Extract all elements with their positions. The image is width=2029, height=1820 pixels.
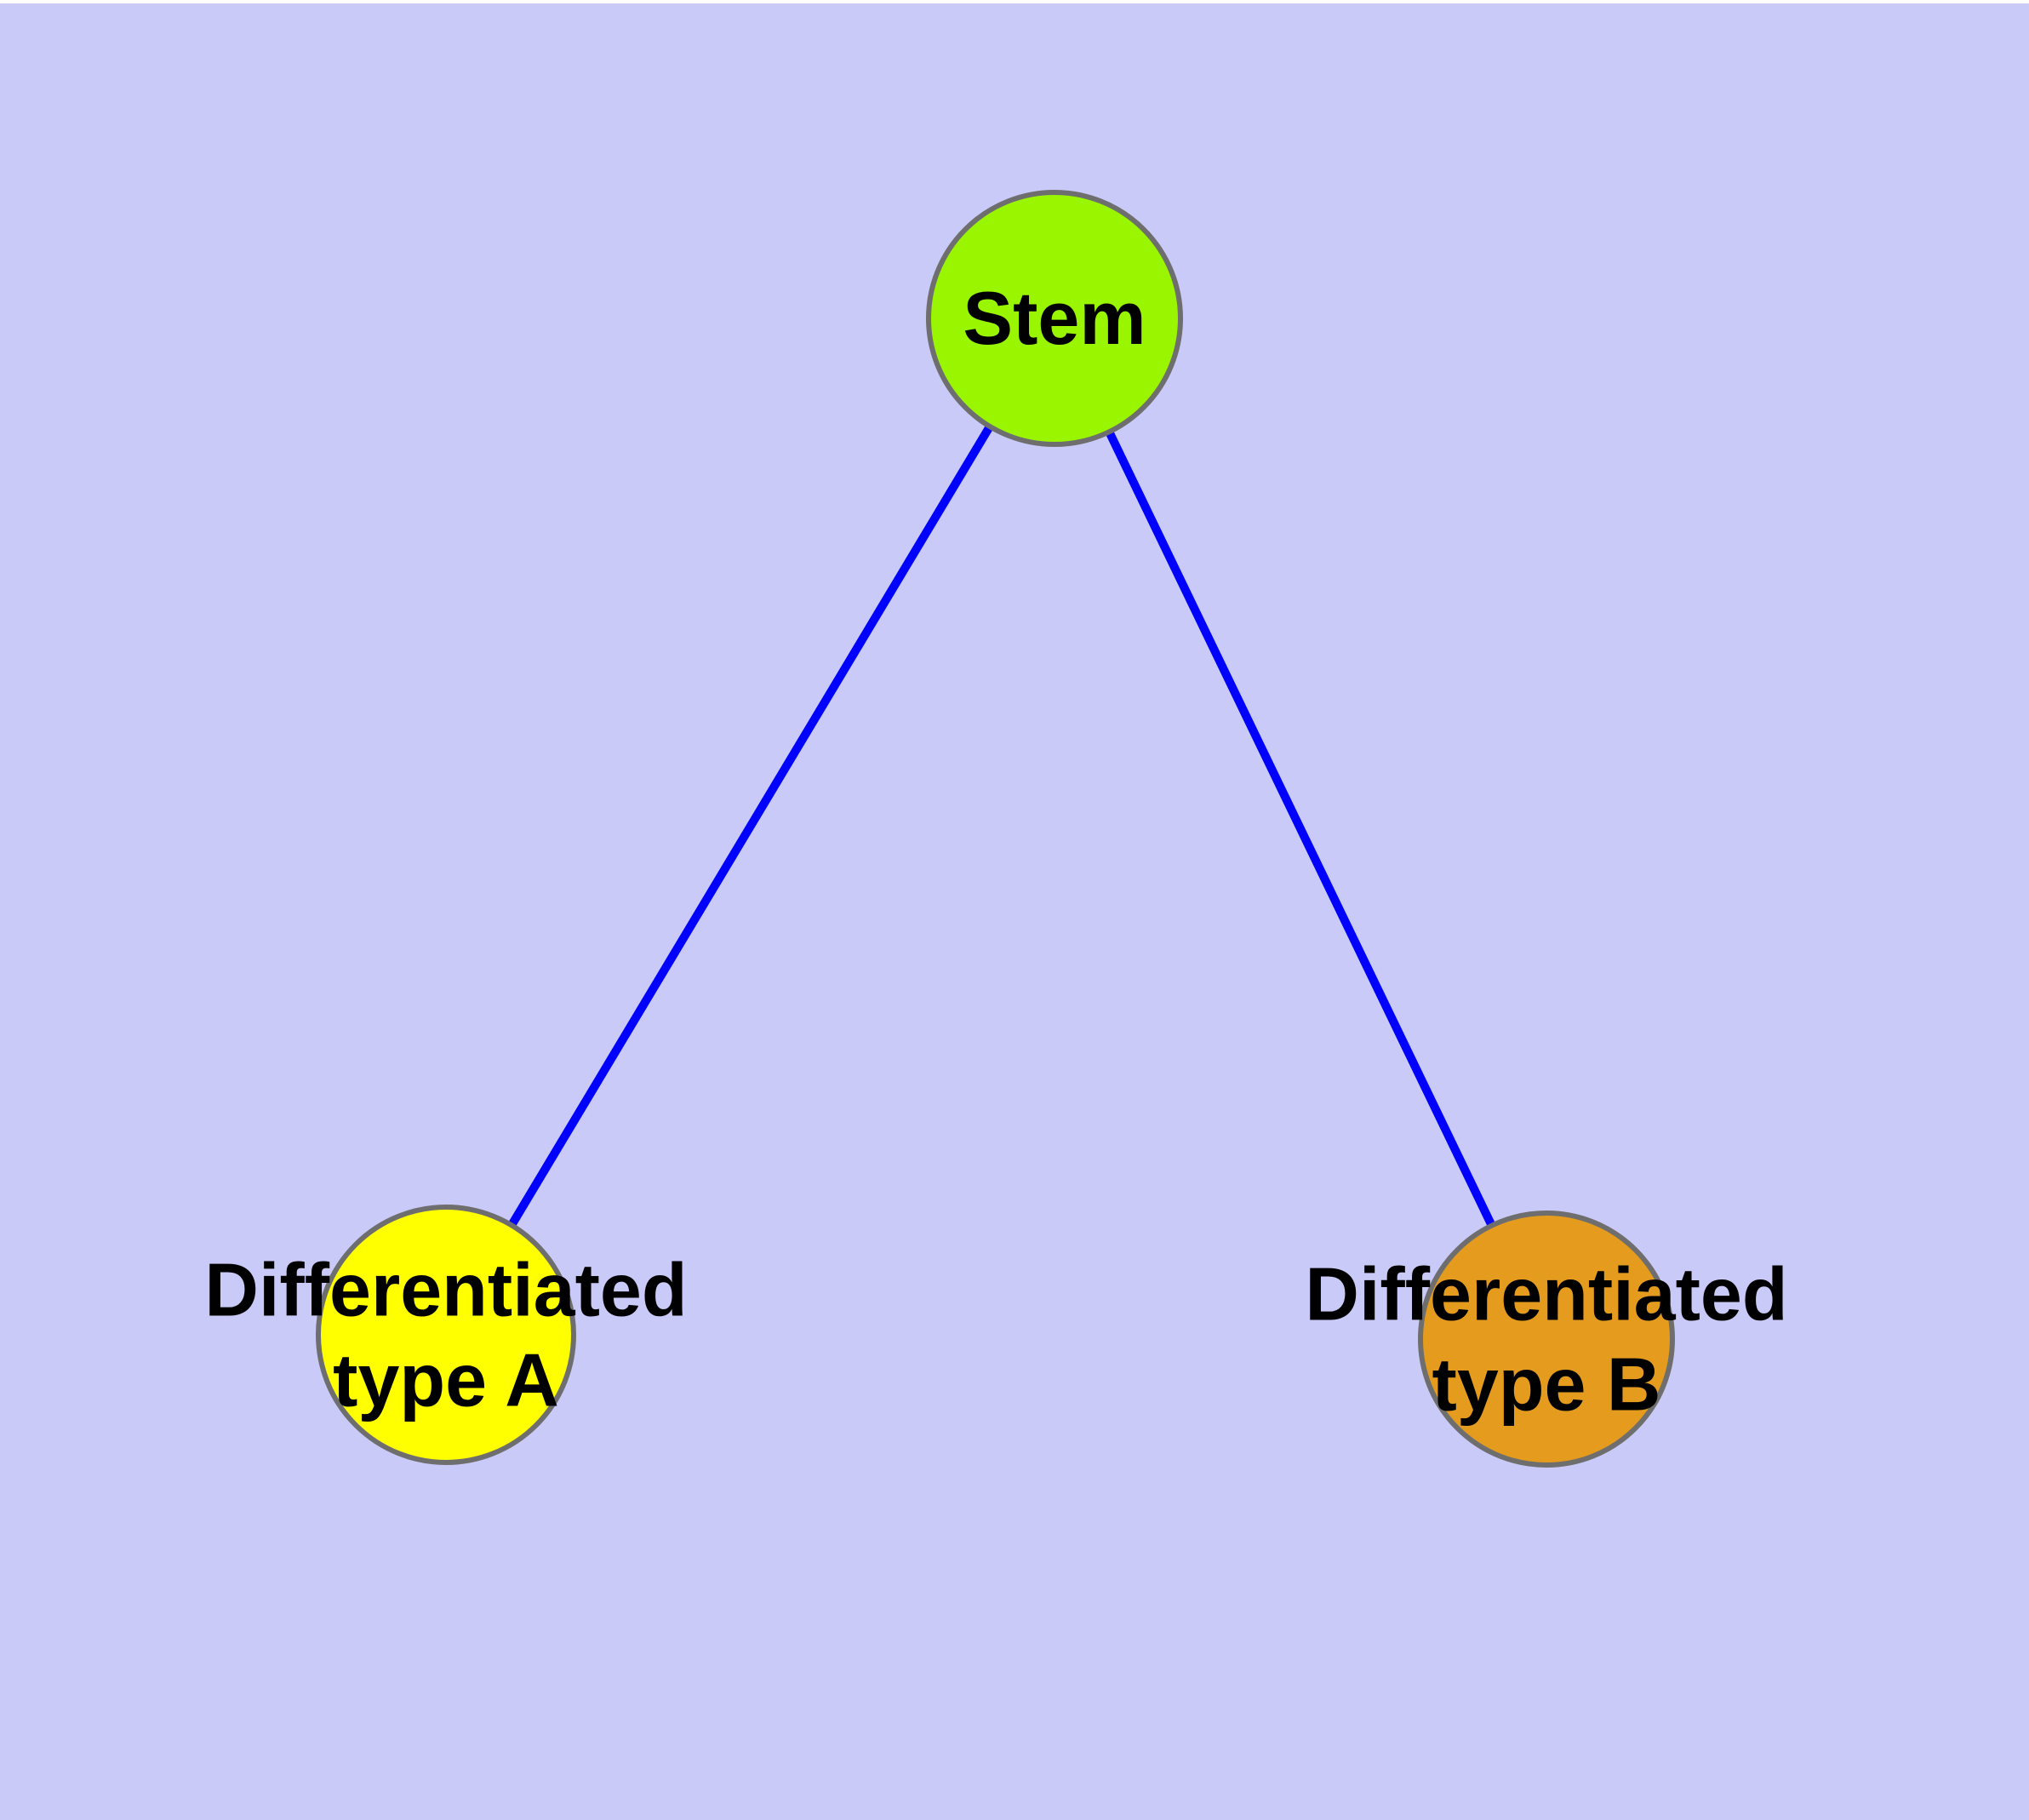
type-b-label-line1: Differentiated [1305, 1251, 1788, 1336]
type-a-label: Differentiated type A [204, 1245, 687, 1424]
type-a-label-line2: type A [333, 1337, 559, 1422]
type-b-circle [1418, 1210, 1675, 1468]
stem-circle [926, 190, 1183, 447]
type-b-label-line2: type B [1432, 1342, 1661, 1426]
stem-label-line1: Stem [963, 276, 1146, 361]
stem-label: Stem [963, 273, 1146, 363]
type-a-label-line1: Differentiated [204, 1247, 688, 1332]
type-b-label: Differentiated type B [1305, 1249, 1787, 1428]
top-margin-strip [0, 0, 2029, 3]
edge-stem-type-a [442, 316, 1059, 1337]
edge-stem-type-b [1050, 316, 1551, 1342]
type-a-circle [316, 1205, 576, 1465]
